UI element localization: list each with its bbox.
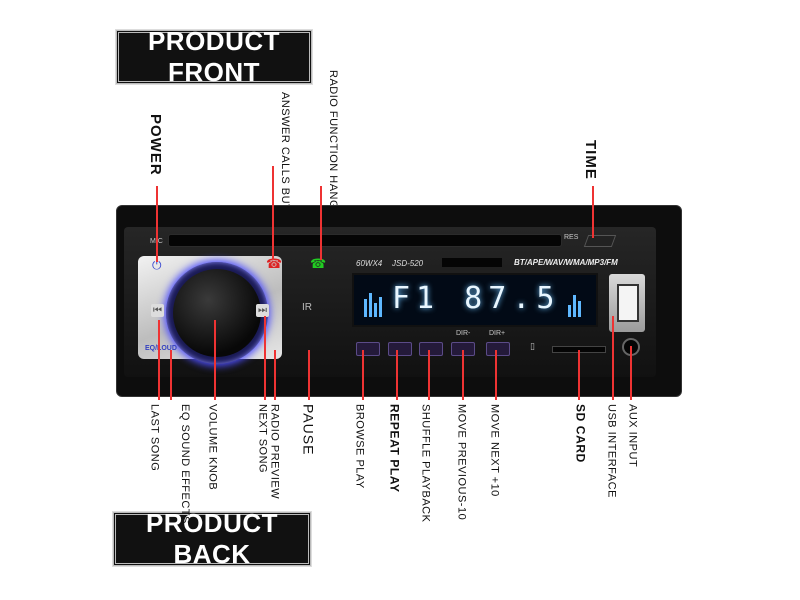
lcd-display: F1 87.5 [352, 273, 598, 327]
label-radio-function: RADIO FUNCTION HANG UP [327, 70, 339, 229]
label-time: TIME [581, 140, 599, 180]
label-sd-card: SD CARD [573, 404, 588, 463]
res-button[interactable] [583, 235, 617, 247]
answer-call-icon[interactable]: ☎ [266, 257, 283, 272]
power-icon[interactable]: ⏻ [152, 258, 162, 272]
model-number: JSD-520 [392, 259, 424, 268]
label-last-song: LAST SONG [148, 404, 161, 472]
label-eq-sound: EQ SOUND EFFECTS [179, 404, 191, 524]
dir-plus-label: DIR+ [489, 330, 506, 337]
display-top-bar [442, 258, 502, 267]
supported-formats: BT/APE/WAV/WMA/MP3/FM [514, 258, 618, 267]
hang-up-icon[interactable]: ☎ [310, 257, 327, 272]
move-next-button[interactable] [486, 342, 510, 356]
label-shuffle: SHUFFLE PLAYBACK [419, 404, 432, 523]
label-pause: PAUSE [300, 404, 317, 456]
browse-play-button[interactable] [356, 342, 380, 356]
label-move-next: MOVE NEXT +10 [488, 404, 501, 497]
label-repeat-play: REPEAT PLAY [387, 404, 402, 493]
label-aux-input: AUX INPUT [626, 404, 639, 468]
label-move-previous: MOVE PREVIOUS-10 [455, 404, 468, 521]
next-icon[interactable]: ⏭ [256, 304, 269, 317]
cd-slot [168, 234, 562, 247]
product-front-banner: PRODUCT FRONT [115, 26, 313, 87]
label-volume-knob: VOLUME KNOB [206, 404, 219, 491]
label-next-song: NEXT SONG [256, 404, 269, 474]
display-readout: F1 87.5 [392, 281, 561, 316]
ir-sensor: IR [302, 302, 312, 313]
product-back-banner: PRODUCT BACK [112, 508, 312, 569]
res-label: RES [564, 234, 579, 241]
shuffle-button[interactable] [419, 342, 443, 356]
label-usb-interface: USB INTERFACE [605, 404, 618, 498]
dir-minus-label: DIR- [456, 330, 471, 337]
usb-interface[interactable] [609, 274, 645, 332]
previous-icon[interactable]: ⏮ [151, 304, 164, 317]
sd-card-icon: ▯ [530, 342, 535, 352]
repeat-play-button[interactable] [388, 342, 412, 356]
eq-loud-button[interactable]: EQ/LOUD [145, 345, 177, 352]
label-answer-calls: ANSWER CALLS BUTTON [279, 92, 291, 236]
label-power: POWER [146, 114, 164, 176]
volume-knob[interactable] [173, 269, 261, 357]
power-rating: 60WX4 [356, 259, 383, 268]
label-radio-preview: RADIO PREVIEW [268, 404, 281, 500]
label-browse-play: BROWSE PLAY [353, 404, 366, 489]
